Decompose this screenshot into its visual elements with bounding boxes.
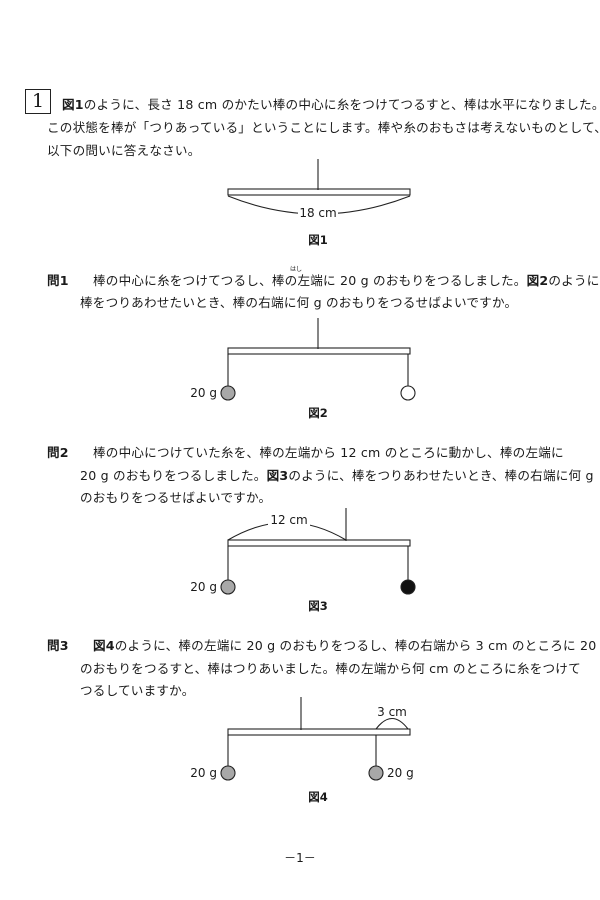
q1-label: 問1 [47,273,69,288]
q1-line-2: 棒をつりあわせたいとき、棒の右端に何 g のおもりをつるせばよいですか。 [80,295,518,310]
rod [227,188,411,196]
q1-text: 棒の中心に糸をつけてつるし、棒の左端に 20 g のおもりをつるしました。 [93,273,527,288]
q3-label: 問3 [47,638,69,653]
right-weight-label: 20 g [387,766,414,780]
figure-1: 18 cm 図1 [227,159,411,247]
q3-line-1: 図4のように、棒の左端に 20 g のおもりをつるし、棒の右端から 3 cm の… [93,635,600,654]
intro-text: のように、長さ 18 cm のかたい棒の中心に糸をつけてつるすと、棒は水平になり… [83,97,600,112]
figure-2: 20 g 図2 [190,318,416,420]
figure-caption: 図4 [308,790,328,804]
fig-ref: 図2 [526,273,549,288]
distance-label: 12 cm [270,513,307,527]
weight-unknown [400,579,416,595]
q3-line-2: のおもりをつるすと、棒はつりあいました。棒の左端から何 cm のところに糸をつけ… [80,661,581,676]
weight-label: 20 g [190,386,217,400]
problem-number: 1 [25,89,51,114]
left-weight-label: 20 g [190,766,217,780]
weight-left [220,765,236,781]
ruby-hashi: はし [290,266,303,273]
distance-label: 3 cm [377,705,407,719]
weight-label: 20 g [190,580,217,594]
fig-ref: 図3 [266,468,289,483]
intro-line-1: 図1のように、長さ 18 cm のかたい棒の中心に糸をつけてつるすと、棒は水平に… [62,94,600,113]
figure-caption: 図3 [308,599,328,613]
figure-3: 12 cm 20 g 図3 [190,508,416,613]
q2-line-1: 棒の中心につけていた糸を、棒の左端から 12 cm のところに動かし、棒の左端に [93,445,564,460]
q2-text: のように、棒をつりあわせたいとき、棒の右端に何 g [288,468,594,483]
weight-gray [220,385,236,401]
figure-caption: 図2 [308,406,328,420]
rod [227,539,411,547]
figure-caption: 図1 [308,233,328,247]
q2-line-2: 20 g のおもりをつるしました。図3のように、棒をつりあわせたいとき、棒の右端… [80,465,594,484]
q2-line-3: のおもりをつるせばよいですか。 [80,490,272,505]
page-number: －1－ [284,851,316,865]
length-label: 18 cm [299,206,336,220]
q1-line-1: 棒の中心に糸をつけてつるし、棒の左端に 20 g のおもりをつるしました。図2の… [93,270,600,289]
intro-line-3: 以下の問いに答えなさい。 [47,143,201,158]
distance-arc [375,717,409,730]
q2-text: 20 g のおもりをつるしました。 [80,468,267,483]
intro-line-2: この状態を棒が「つりあっている」ということにします。棒や糸のおもさは考えないもの… [47,120,600,135]
q2-label: 問2 [47,445,69,460]
q3-line-3: つるしていますか。 [80,683,195,698]
q1-text: のように [548,273,600,288]
figure-4: 3 cm 20 g 20 g 図4 [190,697,414,804]
fig-ref: 図4 [93,638,115,653]
rod [227,728,411,736]
weight-unknown [400,385,416,401]
weight-right [368,765,384,781]
fig-ref: 図1 [62,97,84,112]
q3-text: のように、棒の左端に 20 g のおもりをつるし、棒の右端から 3 cm のとこ… [114,638,600,653]
rod [227,347,411,355]
weight-gray [220,579,236,595]
